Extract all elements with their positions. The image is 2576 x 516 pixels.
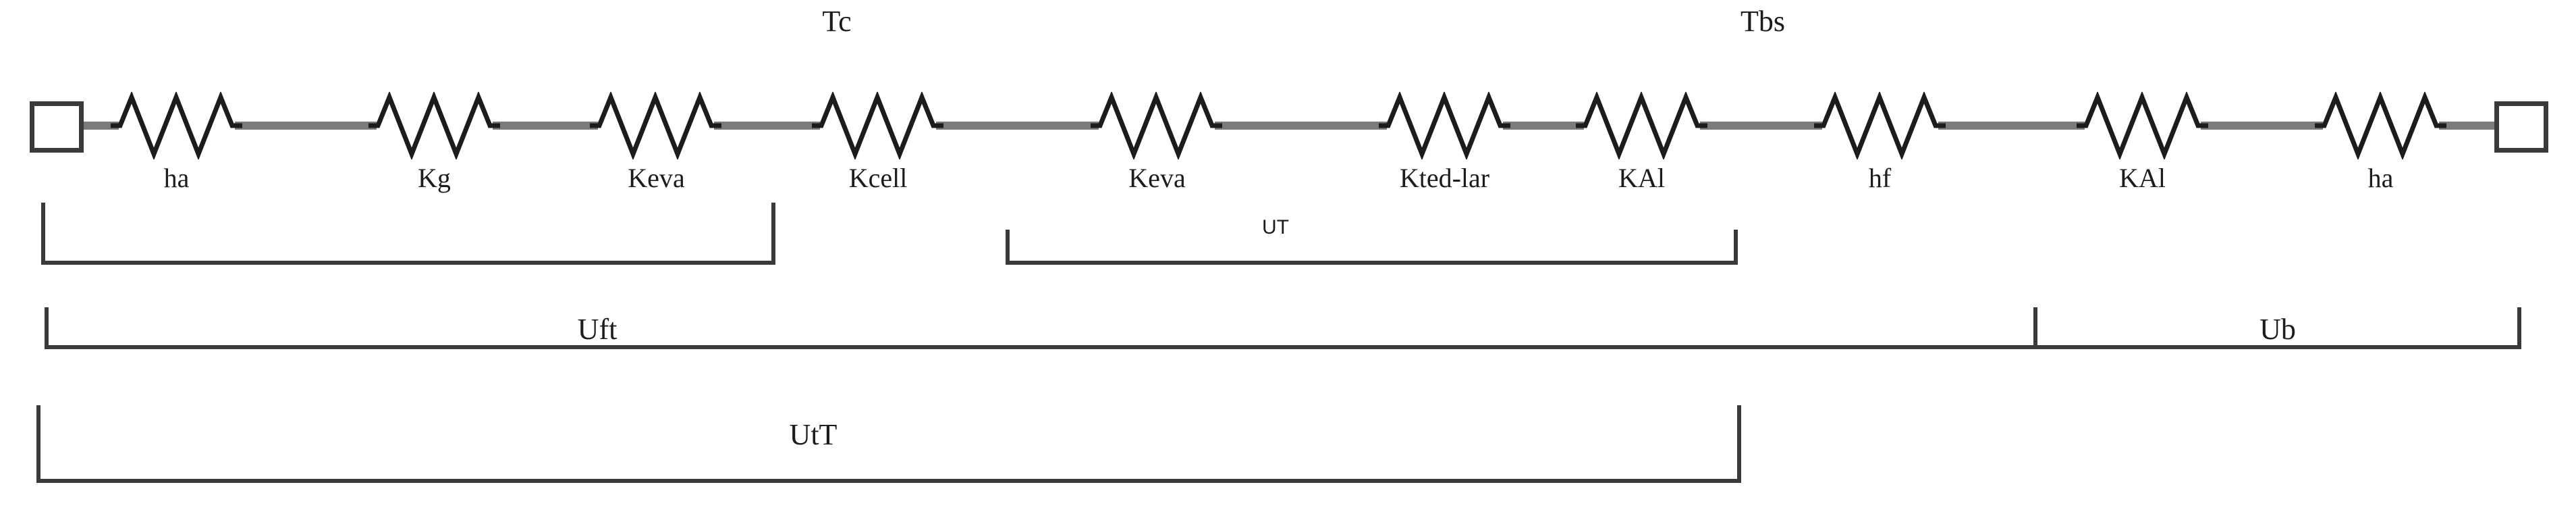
resistor-keva-2	[1091, 92, 1222, 159]
wire-segment	[2201, 122, 2323, 130]
wire-segment	[235, 122, 377, 130]
wire-segment	[1700, 122, 1822, 130]
node-label-tc: Tc	[822, 5, 852, 38]
resistor-label-kg: Kg	[418, 163, 451, 193]
resistor-kcell	[812, 92, 943, 159]
bracket-label-ub: Ub	[2259, 313, 2296, 346]
node-label-tbs: Tbs	[1741, 5, 1785, 38]
bracket-uft-ub	[45, 307, 2521, 349]
resistor-label-hf: hf	[1868, 163, 1892, 193]
resistor-label-kal-1: KAl	[1618, 163, 1665, 193]
wire-segment	[1215, 122, 1387, 130]
resistor-label-kal-2: KAl	[2119, 163, 2166, 193]
bracket-label-uft: Uft	[577, 313, 618, 346]
wire-segment	[80, 122, 119, 130]
resistor-ha-top	[111, 92, 242, 159]
wire-segment	[493, 122, 598, 130]
resistor-label-kted-lar: Kted-lar	[1399, 163, 1490, 193]
bracket-utt	[36, 405, 1741, 483]
resistor-kted-lar	[1379, 92, 1510, 159]
bracket-label-ut: UT	[1262, 216, 1289, 238]
resistor-kg	[368, 92, 500, 159]
left-terminal	[30, 101, 84, 153]
resistor-label-keva-2: Keva	[1128, 163, 1186, 193]
resistor-ha-bottom	[2315, 92, 2446, 159]
wire-segment	[936, 122, 1099, 130]
resistor-label-ha-top: ha	[163, 163, 190, 193]
resistor-hf	[1814, 92, 1946, 159]
bracket-ut	[1006, 230, 1738, 265]
wire-segment	[1503, 122, 1584, 130]
resistor-kal-2	[2077, 92, 2208, 159]
bracket-divider-uft-ub	[2033, 307, 2037, 349]
bracket-left-group	[41, 203, 775, 265]
resistor-label-kcell: Kcell	[848, 163, 908, 193]
bracket-label-utt: UtT	[789, 418, 838, 451]
resistor-keva-1	[590, 92, 721, 159]
wire-segment	[2439, 122, 2501, 130]
right-terminal	[2494, 101, 2548, 153]
resistor-label-keva-1: Keva	[628, 163, 685, 193]
resistor-kal-1	[1576, 92, 1707, 159]
resistor-label-ha-bottom: ha	[2367, 163, 2394, 193]
wire-segment	[1938, 122, 2085, 130]
wire-segment	[714, 122, 820, 130]
